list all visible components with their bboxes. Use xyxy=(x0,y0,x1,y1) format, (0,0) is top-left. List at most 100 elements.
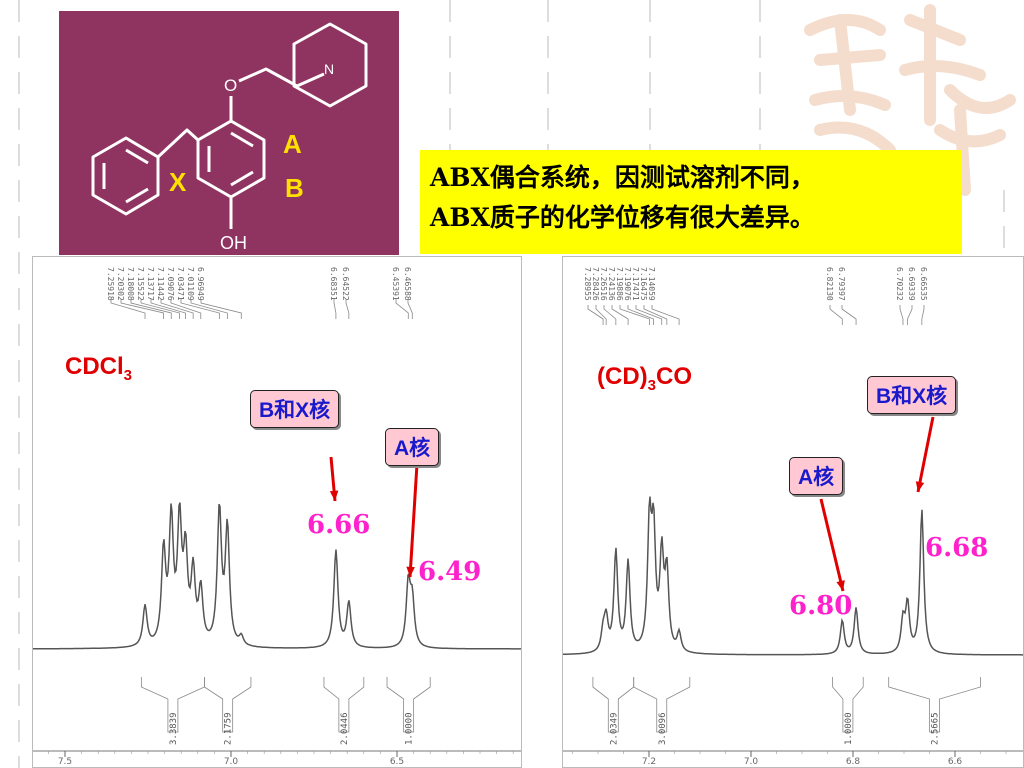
x-tick-label: 6.6 xyxy=(948,757,963,767)
integral-value: 2.0349 xyxy=(609,712,619,745)
callout-bx-nuclei-left: B和X核 xyxy=(250,390,340,428)
note-line-2: ABX质子的化学位移有很大差异。 xyxy=(430,203,815,232)
peak-fan-line xyxy=(899,305,904,325)
peak-list-label: 7.20302 xyxy=(116,267,125,301)
peak-fan-line xyxy=(345,299,350,319)
proton-label-x: X xyxy=(169,167,187,197)
peak-list-label: 6.68351 xyxy=(329,267,338,301)
callout-arrow xyxy=(916,416,935,493)
peak-list-label: 7.28955 xyxy=(583,267,592,301)
callout-a-nucleus-right: A核 xyxy=(789,457,844,495)
shift-label-bx-left: 6.66 xyxy=(307,510,371,540)
peak-fan-line xyxy=(627,305,654,325)
peak-fan-line xyxy=(587,305,604,325)
solvent-post: CO xyxy=(656,363,692,390)
x-tick-label: 7.5 xyxy=(58,757,72,767)
peak-list-label: 7.18008 xyxy=(126,267,135,301)
integral-bracket xyxy=(140,677,205,733)
peak-fan-line xyxy=(150,299,186,319)
molecule-structure: O N OH A B X xyxy=(91,22,368,253)
peak-fan-line xyxy=(829,305,843,325)
peak-list-label: 7.16475 xyxy=(639,267,648,301)
solvent-sub: 3 xyxy=(123,366,133,384)
integral-value: 2.1759 xyxy=(224,712,234,745)
solvent-label-cdcl3: CDCl3 xyxy=(65,353,132,384)
callout-bx-nuclei-right: B和X核 xyxy=(867,376,957,414)
peak-fan-line xyxy=(595,305,607,325)
peak-fan-line xyxy=(170,299,202,319)
callout-a-nucleus-left: A核 xyxy=(385,428,440,466)
peak-fan-line xyxy=(603,305,617,325)
integral-value: 2.5665 xyxy=(931,712,941,745)
peak-list-label: 7.01109 xyxy=(186,267,195,301)
peak-list-label: 7.24136 xyxy=(607,267,616,301)
x-tick-label: 6.8 xyxy=(846,757,861,767)
peak-list-label: 7.17471 xyxy=(631,267,640,301)
peak-fan-line xyxy=(190,299,228,319)
peak-list-label: 6.45391 xyxy=(391,267,400,301)
integral-bracket xyxy=(386,677,431,733)
peak-list-label: 6.64522 xyxy=(341,267,350,301)
atom-o-ether: O xyxy=(224,76,237,95)
molecule-structure-panel: O N OH A B X xyxy=(59,11,399,255)
peak-list-label: 7.15522 xyxy=(136,267,145,301)
integral-value: 1.0000 xyxy=(844,712,854,745)
callout-arrow xyxy=(408,463,419,578)
integral-value: 2.0446 xyxy=(340,712,350,745)
peak-list-label: 7.25918 xyxy=(106,267,115,301)
integral-bracket xyxy=(592,677,635,733)
integral-bracket xyxy=(888,677,981,733)
peak-list-label: 7.26516 xyxy=(599,267,608,301)
peak-list-label: 6.70232 xyxy=(895,267,904,301)
peak-fan-line xyxy=(643,305,668,325)
peak-list-label: 6.46588 xyxy=(403,267,412,301)
x-tick-label: 7.0 xyxy=(224,757,239,767)
peak-list-label: 6.96949 xyxy=(196,267,205,301)
peak-list-label: 7.09076 xyxy=(166,267,175,301)
peak-fan-line xyxy=(921,305,925,325)
proton-label-b: B xyxy=(285,173,304,203)
peak-fan-line xyxy=(130,299,172,319)
peak-fan-line xyxy=(407,299,413,319)
peak-fan-line xyxy=(651,305,680,325)
integral-bracket xyxy=(323,677,365,733)
x-tick-label: 7.0 xyxy=(744,757,759,767)
explanation-note: ABX偶合系统，因测试溶剂不同， ABX质子的化学位移有很大差异。 xyxy=(420,150,962,254)
atom-oh: OH xyxy=(220,233,247,253)
shift-label-bx-right: 6.68 xyxy=(925,533,989,563)
callout-arrowhead xyxy=(329,490,339,501)
proton-label-a: A xyxy=(283,129,302,159)
peak-list-label: 7.14059 xyxy=(647,267,656,301)
note-line-1: ABX偶合系统，因测试溶剂不同， xyxy=(430,163,815,192)
decorative-calligraphy xyxy=(804,4,1016,196)
peak-fan-line xyxy=(841,305,857,325)
integral-bracket xyxy=(204,677,252,733)
peak-list-label: 7.19886 xyxy=(615,267,624,301)
spectrum-trace xyxy=(33,502,521,650)
integral-value: 3.3839 xyxy=(169,712,179,745)
peak-fan-line xyxy=(110,299,146,319)
peak-fan-line xyxy=(611,305,629,325)
peak-list-label: 7.19076 xyxy=(623,267,632,301)
integral-value: 1.0000 xyxy=(405,712,415,745)
peak-fan-line xyxy=(200,299,242,319)
peak-fan-line xyxy=(907,305,913,325)
shift-label-a-right: 6.80 xyxy=(789,591,853,621)
integral-bracket xyxy=(633,677,691,733)
peak-list-label: 6.79397 xyxy=(837,267,846,301)
solvent-pre: (CD) xyxy=(597,363,648,390)
shift-label-a-left: 6.49 xyxy=(418,557,482,587)
x-tick-label: 7.2 xyxy=(642,757,656,767)
solvent-label-acetone: (CD)3CO xyxy=(597,363,692,394)
peak-list-label: 7.11442 xyxy=(156,267,165,301)
peak-fan-line xyxy=(635,305,663,325)
solvent-sub: 3 xyxy=(647,376,656,394)
peak-fan-line xyxy=(395,299,409,319)
peak-list-label: 6.66535 xyxy=(919,267,928,301)
peak-fan-line xyxy=(333,299,337,319)
callout-arrow xyxy=(819,498,845,592)
